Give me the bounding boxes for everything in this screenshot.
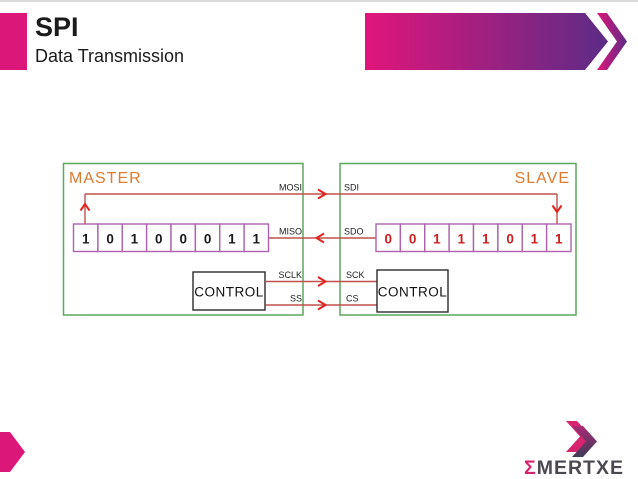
slave-block-outline xyxy=(339,162,577,316)
register-cell xyxy=(170,223,197,253)
register-cell xyxy=(375,223,402,253)
master-control-box xyxy=(192,271,266,311)
register-cell xyxy=(545,223,572,253)
master-label: MASTER xyxy=(69,170,142,187)
slave-shift-in-arrow-icon xyxy=(551,204,563,214)
register-cell xyxy=(497,223,523,253)
master-control-label: CONTROL xyxy=(194,285,264,300)
bit-value: 1 xyxy=(228,232,236,247)
bit-value: 1 xyxy=(458,232,466,247)
sclk-label: SCLK xyxy=(278,270,302,280)
master-shift-register: 1 0 1 0 0 0 1 1 xyxy=(72,223,270,253)
bit-value: 0 xyxy=(204,232,212,247)
bit-value: 1 xyxy=(131,232,139,247)
bit-value: 0 xyxy=(106,232,114,247)
bit-value: 0 xyxy=(409,232,417,247)
logo-sigma: Σ xyxy=(524,457,537,479)
mosi-arrow-right-icon xyxy=(317,188,328,200)
sdo-label: SDO xyxy=(344,227,364,237)
register-cell xyxy=(97,223,123,253)
register-cell xyxy=(145,223,172,253)
register-cell xyxy=(219,223,245,253)
bit-value: 1 xyxy=(82,232,90,247)
register-cell xyxy=(243,223,270,253)
slave-label: SLAVE xyxy=(515,170,570,187)
register-cell xyxy=(72,223,99,253)
bit-value: 0 xyxy=(179,232,187,247)
register-cell xyxy=(472,223,499,253)
slave-control-box xyxy=(376,269,449,313)
bit-value: 1 xyxy=(531,232,539,247)
cs-label: CS xyxy=(346,294,359,304)
bit-value: 0 xyxy=(506,232,514,247)
bit-value: 1 xyxy=(433,232,441,247)
logo-chevron-icon xyxy=(566,421,597,457)
mosi-label: MOSI xyxy=(279,183,302,193)
sdi-label: SDI xyxy=(344,183,359,193)
register-cell xyxy=(399,223,426,253)
miso-arrow-left-icon xyxy=(314,232,325,244)
bit-value: 1 xyxy=(555,232,563,247)
signal-lines xyxy=(79,188,563,311)
ss-arrow-right-icon xyxy=(317,299,328,311)
bit-value: 1 xyxy=(482,232,490,247)
master-block-outline xyxy=(62,162,304,316)
register-cell xyxy=(194,223,221,253)
bit-value: 0 xyxy=(155,232,163,247)
header-chevron-icon xyxy=(597,13,627,70)
corner-arrow-icon xyxy=(0,432,25,472)
slave-control-label: CONTROL xyxy=(378,285,448,300)
header-banner-arrow xyxy=(365,13,608,70)
slide-subtitle: Data Transmission xyxy=(35,46,185,66)
logo-name: MERTXE xyxy=(536,457,624,479)
slide-title: SPI xyxy=(35,12,79,42)
sck-label: SCK xyxy=(346,270,365,280)
logo-chevron-front xyxy=(572,426,597,457)
slave-shift-register: 0 0 1 1 1 0 1 1 xyxy=(375,223,572,253)
logo-wordmark: ΣMERTXE xyxy=(524,457,624,479)
header-accent-bar xyxy=(0,13,27,70)
bit-value: 0 xyxy=(384,232,392,247)
master-shift-out-arrow-icon xyxy=(79,202,91,212)
miso-label: MISO xyxy=(279,227,302,237)
bit-value: 1 xyxy=(253,232,261,247)
sclk-arrow-right-icon xyxy=(317,276,328,287)
ss-label: SS xyxy=(290,294,302,304)
